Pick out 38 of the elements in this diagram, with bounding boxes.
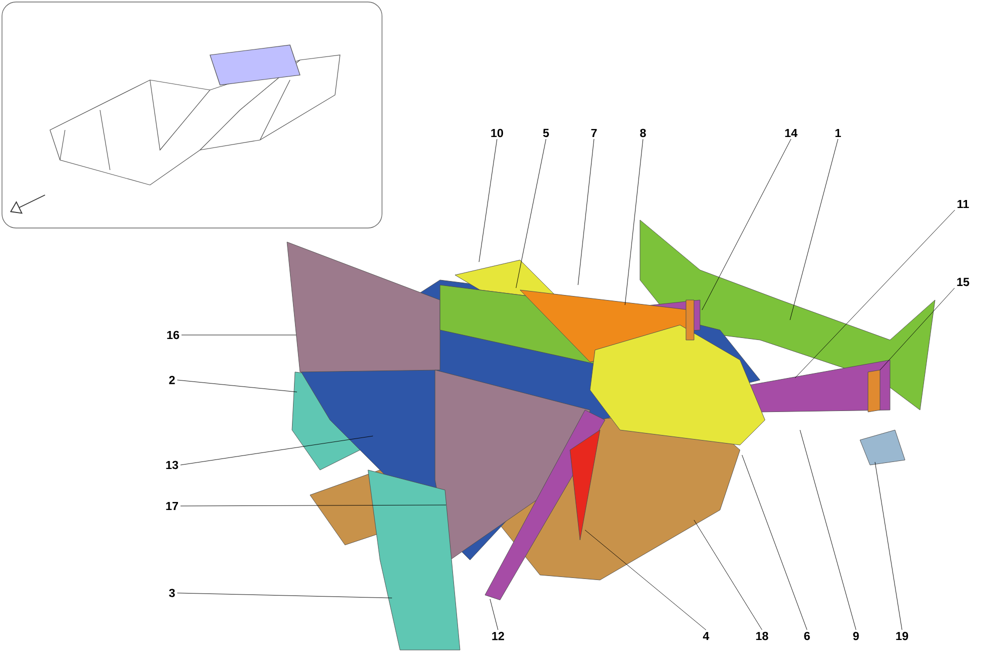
callout-number: 13 xyxy=(166,460,178,470)
leader-line xyxy=(177,380,298,392)
leader-line xyxy=(742,454,808,630)
callout-number: 3 xyxy=(169,588,175,598)
leader-line xyxy=(490,598,498,630)
callout-number: 2 xyxy=(169,376,175,384)
callout-number: 7 xyxy=(591,128,597,138)
callout-number: 4 xyxy=(702,632,710,640)
callout-number: 9 xyxy=(853,632,859,640)
leader-line xyxy=(624,138,644,306)
leader-line xyxy=(874,462,902,630)
leader-line xyxy=(516,138,546,288)
leader-line xyxy=(794,210,956,378)
leader-line xyxy=(880,288,955,370)
leader-line xyxy=(800,430,856,630)
callout-number: 6 xyxy=(804,632,810,640)
callout-number: 12 xyxy=(492,632,504,640)
callout-number: 19 xyxy=(896,632,908,640)
leader-line xyxy=(790,138,838,320)
callout-number: 8 xyxy=(640,128,646,138)
leader-line xyxy=(181,334,296,336)
leader-line xyxy=(177,592,392,598)
callout-number: 17 xyxy=(166,502,178,510)
callout-number: 16 xyxy=(167,330,180,340)
leader-line xyxy=(180,436,374,466)
leader-line xyxy=(180,504,446,506)
leader-line xyxy=(578,138,594,286)
callout-number: 14 xyxy=(785,128,798,138)
callout-number: 10 xyxy=(491,128,504,138)
leader-line xyxy=(478,138,498,262)
leader-line xyxy=(702,138,792,310)
callout-number: 1 xyxy=(835,128,841,138)
callout-number: 5 xyxy=(543,128,549,138)
leader-line xyxy=(584,530,706,630)
callout-number: 11 xyxy=(958,200,969,208)
callout-number: 15 xyxy=(957,278,970,286)
callout-number: 18 xyxy=(756,632,768,640)
leader-line xyxy=(694,520,762,630)
